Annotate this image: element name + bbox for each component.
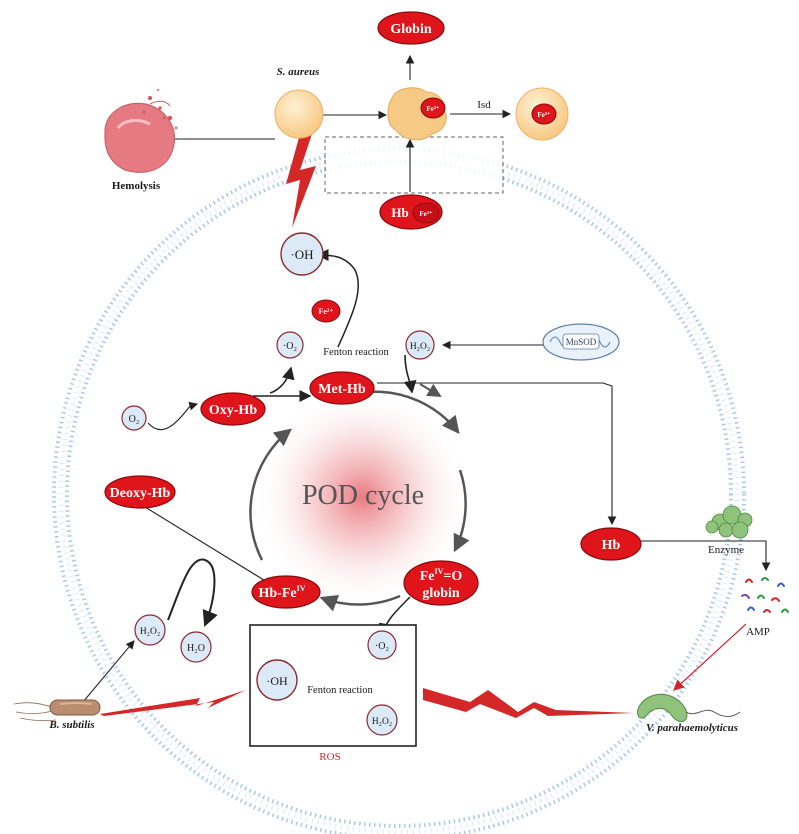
mitochondrion-icon <box>542 323 620 361</box>
fe3-blob-label: Fe³⁺ <box>426 105 439 113</box>
oh-ros-label: ·OH <box>266 674 288 688</box>
o2-radical-ros-label: ·O₂ <box>375 641 389 652</box>
met-hb-node <box>309 371 375 405</box>
fe3-right-label: Fe³⁺ <box>537 111 550 119</box>
o2-radical-top-circle <box>276 331 304 359</box>
h2o2-ros-circle <box>366 704 398 736</box>
oh-ros-circle <box>256 659 298 701</box>
hemolysis-label: Hemolysis <box>112 180 161 192</box>
h2o2-left-circle <box>134 614 166 646</box>
hb-fe3-node <box>379 194 443 230</box>
hb-top-label: Hb <box>391 205 408 220</box>
amp-to-vibrio-arrow <box>673 623 747 691</box>
o2-radical-top-label: ·O₂ <box>283 341 297 352</box>
h2o2-left-label: H₂O₂ <box>140 627 160 637</box>
h2o-label: H₂O <box>187 643 205 654</box>
enzyme-label: Enzyme <box>708 544 744 556</box>
h2o2-ros-label: H₂O₂ <box>372 717 392 727</box>
oh-top-circle <box>280 232 324 276</box>
hb-fe3-label: Fe³⁺ <box>419 210 432 218</box>
oxy-hb-node <box>200 392 266 426</box>
h2o2-top-label: H₂O₂ <box>410 342 430 352</box>
fe-iv-o-label: FeIV=O <box>420 567 463 584</box>
amp-label: AMP <box>746 626 770 638</box>
o2-radical-ros-circle <box>367 630 397 660</box>
fe-iv-globin-label: globin <box>422 586 460 601</box>
isd-dashed-box <box>324 136 504 194</box>
vibrio-bacterium-icon <box>637 693 741 723</box>
fe2-badge <box>311 299 341 323</box>
bursting-cell-icon <box>104 88 178 173</box>
hb-right-node <box>580 527 642 561</box>
fe2-label: Fe²⁺ <box>318 307 333 316</box>
peptide-fragments-icon <box>741 577 789 613</box>
bacillus-rod-icon <box>13 699 101 722</box>
hb-right-label: Hb <box>602 538 621 553</box>
enzyme-cluster-icon <box>705 505 753 539</box>
v-para-label: V. parahaemolyticus <box>646 722 738 734</box>
met-hb-label: Met-Hb <box>318 382 366 397</box>
pod-cycle-ring <box>249 390 470 612</box>
h2o-circle <box>180 631 212 663</box>
o2-circle <box>121 405 147 431</box>
isd-label: Isd <box>477 99 491 111</box>
fenton-ros-label: Fenton reaction <box>307 685 373 696</box>
hb-fe-iv-label: Hb-FeIV <box>259 584 306 601</box>
globin-top-label: Globin <box>390 22 431 37</box>
pod-cycle-label: POD cycle <box>302 480 424 511</box>
ros-label: ROS <box>319 751 340 763</box>
globin-top-node <box>377 11 445 45</box>
fe-iv-o-globin-node <box>403 560 479 606</box>
s-aureus-cell-icon <box>274 89 324 139</box>
lightning-bolt-icon <box>100 134 634 718</box>
hb-fe-iv-node <box>251 575 321 609</box>
pod-cycle-glow <box>252 387 472 607</box>
deoxy-hb-node <box>104 475 176 509</box>
oh-top-label: ·OH <box>290 247 313 262</box>
o2-label: O₂ <box>129 414 140 425</box>
h2o2-top-circle <box>405 330 435 360</box>
deoxy-hb-label: Deoxy-Hb <box>110 486 171 501</box>
b-subtilis-label: B. subtilis <box>48 719 94 731</box>
fe3-right-badge <box>531 103 557 125</box>
mnsod-label: MnSOD <box>566 337 597 347</box>
fe3-blob-badge <box>420 97 446 119</box>
fenton-top-label: Fenton reaction <box>323 347 389 358</box>
oxy-hb-label: Oxy-Hb <box>209 403 257 418</box>
s-aureus-label: S. aureus <box>277 66 320 78</box>
